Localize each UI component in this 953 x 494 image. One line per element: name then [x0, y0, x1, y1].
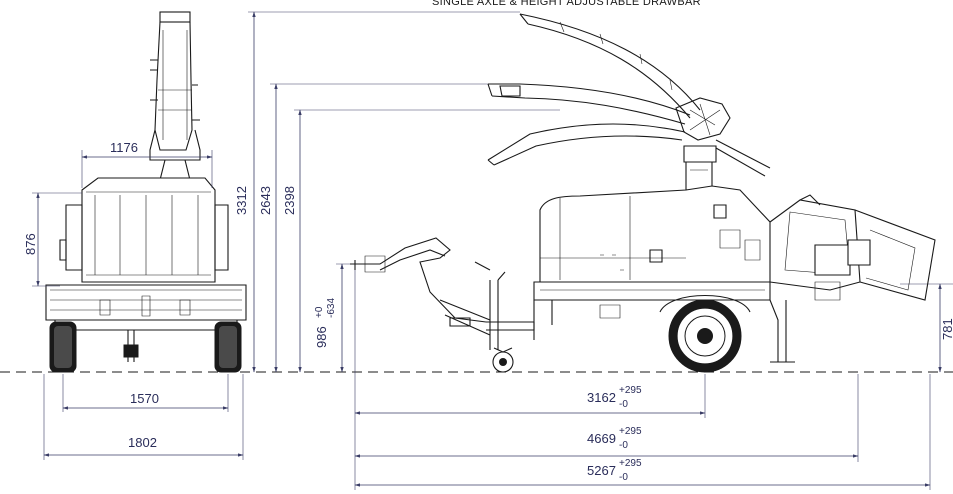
dim-986-tol-lower: -634: [326, 298, 337, 318]
dim-1570: 1570: [130, 391, 159, 406]
dim-5267-tol-upper: +295: [619, 458, 642, 469]
header-caption: SINGLE AXLE & HEIGHT ADJUSTABLE DRAWBAR: [432, 0, 701, 8]
height-dimensions: 3312 2643 2398 986 +0 -634 781: [234, 11, 953, 373]
dim-3162-tol-lower: -0: [619, 399, 628, 410]
dim-4669-tol-upper: +295: [619, 426, 642, 437]
dim-3312: 3312: [234, 186, 249, 215]
dim-986: 986: [314, 326, 329, 348]
dim-876: 876: [23, 233, 38, 255]
front-dimensions: 1176 876 1570 1802: [23, 140, 244, 460]
dim-3162: 3162: [587, 390, 616, 405]
dim-986-tol-upper: +0: [314, 306, 325, 318]
dim-4669: 4669: [587, 431, 616, 446]
dim-2398: 2398: [282, 186, 297, 215]
side-view: [350, 13, 936, 373]
dim-3162-tol-upper: +295: [619, 385, 642, 396]
front-view: [45, 11, 247, 373]
dim-5267: 5267: [587, 463, 616, 478]
dim-781: 781: [940, 318, 953, 340]
dim-1802: 1802: [128, 435, 157, 450]
dim-5267-tol-lower: -0: [619, 472, 628, 483]
dim-2643: 2643: [258, 186, 273, 215]
length-dimensions: 3162 +295 -0 4669 +295 -0 5267 +295 -0: [354, 270, 931, 490]
dim-4669-tol-lower: -0: [619, 440, 628, 451]
dim-1176: 1176: [110, 140, 138, 155]
